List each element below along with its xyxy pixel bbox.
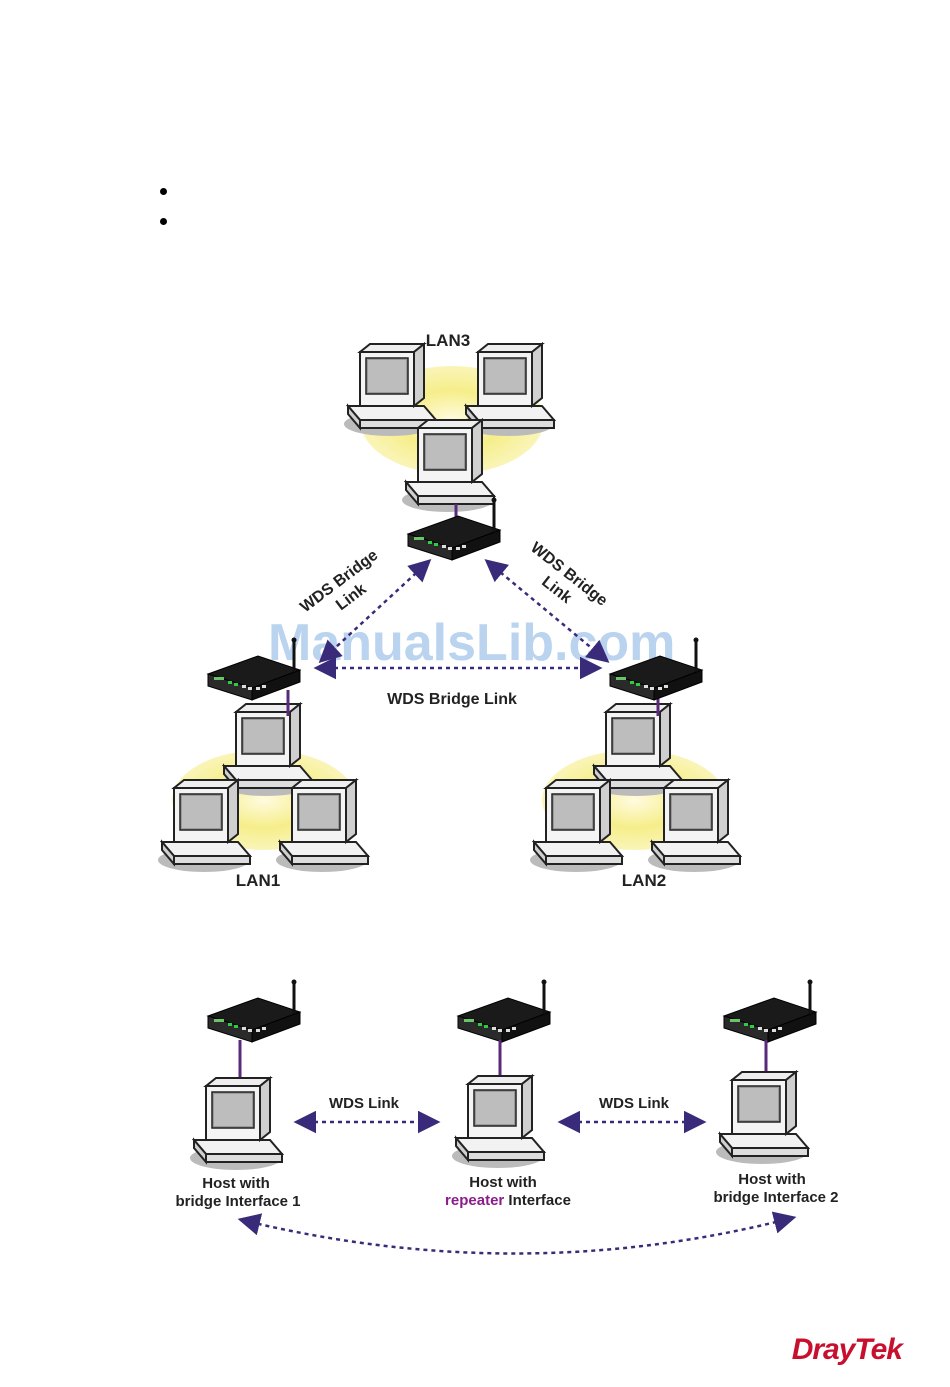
host2-label-rest: Interface [504,1192,571,1209]
host3-label-line1: Host with [738,1171,806,1188]
repeater-highlight: repeater [445,1192,504,1209]
watermark-text: ManualsLib.com [268,614,675,672]
lan2-label: LAN2 [622,871,666,890]
lan3-label: LAN3 [426,331,470,350]
wds-link-right-label: WDS Link [599,1095,670,1112]
host-repeater-icon [452,1076,544,1168]
right-link-label: WDS Bridge Link [515,539,611,625]
host1-label-line1: Host with [202,1175,270,1192]
router-icon [208,980,300,1043]
router-icon [458,980,550,1043]
lan1-group: LAN1 [158,704,368,890]
host1-label-line2: bridge Interface 1 [175,1193,300,1210]
lan1-label: LAN1 [236,871,280,890]
wds-link-left-label: WDS Link [329,1095,400,1112]
wds-link-outer [242,1218,792,1254]
computer-icon [344,344,436,436]
host2-label-line1: Host with [469,1174,537,1191]
lan3-group: LAN3 [344,331,554,512]
host3-label-line2: bridge Interface 2 [713,1189,838,1206]
computer-icon [158,780,250,872]
host2-label-line2: repeater Interface [445,1192,571,1209]
bottom-link-label: WDS Bridge Link [387,691,517,708]
router-icon [724,980,816,1043]
draytek-logo: DrayTek [792,1333,902,1367]
lan2-group: LAN2 [530,704,740,890]
host-bridge-1-icon [190,1078,282,1170]
host-bridge-2-icon [716,1072,808,1164]
